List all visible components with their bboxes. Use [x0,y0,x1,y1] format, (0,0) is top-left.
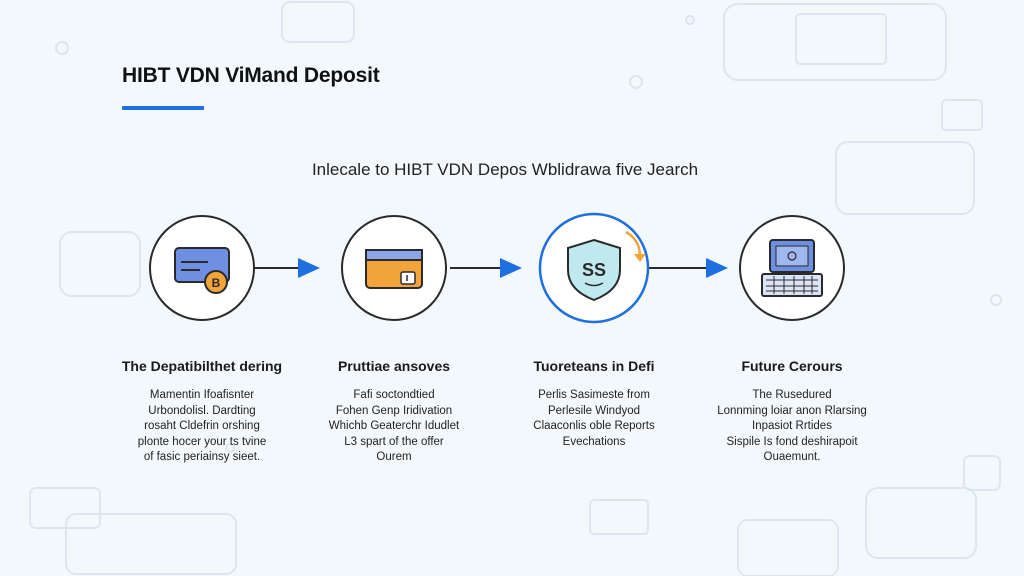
step-4-description: The Rusedured Lonnming loiar anon Rlarsi… [717,389,867,463]
step-4-node [739,215,845,321]
connector-2 [450,258,522,278]
step-2-node [341,215,447,321]
step-2-title: Pruttiae ansoves [337,358,451,374]
wallet-icon [365,249,423,289]
step-1-node: B [149,215,255,321]
step-1-description: Mamentin Ifoafisnter Urbondolisl. Dardti… [137,389,267,463]
connector-3 [646,258,728,278]
title-underline [122,106,204,110]
step-1-title: The Depatibilthet dering [121,358,283,374]
page-subtitle: Inlecale to HIBT VDN Depos Wblidrawa fiv… [311,160,699,179]
shield-icon: SS [567,238,621,302]
step-4-title: Future Cerours [741,358,843,374]
step-3-node: SS [538,212,650,324]
step-3-title: Tuoreteans in Defi [533,358,655,374]
card-coin-icon: B [174,247,230,294]
svg-text:SS: SS [582,260,606,280]
page-title: HIBT VDN ViMand Deposit [122,64,380,87]
connector-1 [254,258,320,278]
step-3-description: Perlis Sasimeste from Perlesile Windyod … [533,389,655,448]
step-2-description: Fafi soctondtied Fohen Genp Iridivation … [328,389,460,463]
computer-icon [761,239,823,297]
svg-text:B: B [212,276,221,290]
